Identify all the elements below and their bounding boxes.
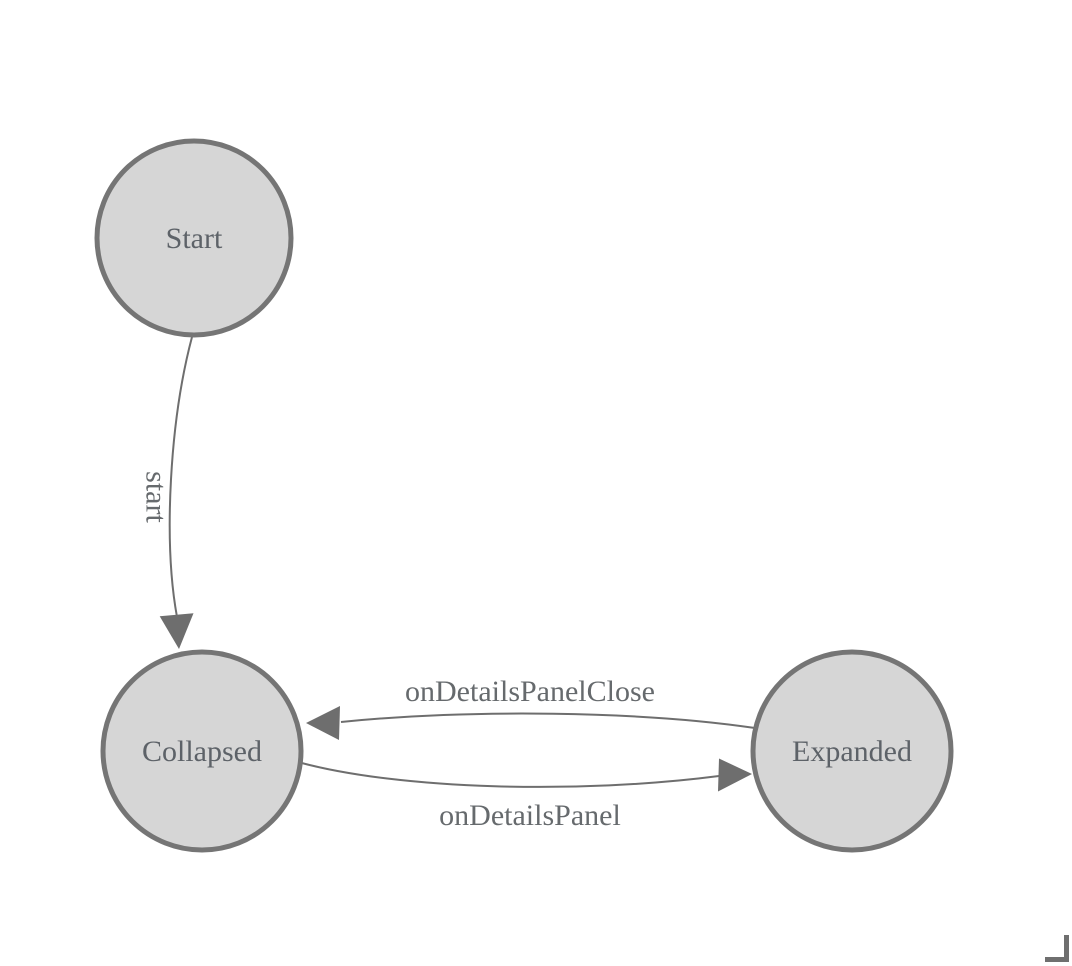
state-node-expanded[interactable]: Expanded [750,649,954,853]
edge-line [340,712,756,729]
node-circle[interactable] [94,138,294,338]
arrowhead-icon [159,613,194,649]
corner-bracket-icon [1045,935,1069,962]
state-node-start[interactable]: Start [94,138,294,338]
edge-label-ondetailspanel: onDetailsPanel [439,799,621,832]
node-label: Expanded [792,735,912,768]
edge-expanded-to-collapsed: onDetailsPanelClose [306,675,756,740]
edge-start-to-collapsed: start [140,336,194,649]
arrowhead-icon [306,706,340,740]
node-label: Collapsed [142,735,262,768]
arrowhead-icon [718,758,752,792]
node-circle[interactable] [100,649,304,853]
edge-line [168,336,193,618]
edge-collapsed-to-expanded: onDetailsPanel [297,758,752,832]
edge-label-start: start [140,471,173,523]
state-node-collapsed[interactable]: Collapsed [100,649,304,853]
node-circle[interactable] [750,649,954,853]
node-label: Start [166,222,223,255]
edge-line [297,761,720,788]
edge-label-ondetailspanelclose: onDetailsPanelClose [405,675,655,708]
